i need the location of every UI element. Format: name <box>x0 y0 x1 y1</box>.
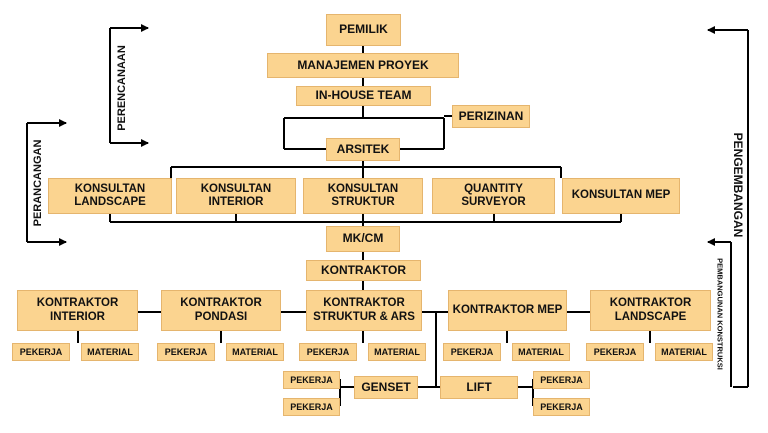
mk-cm-box: MK/CM <box>326 226 400 252</box>
permit-box: PERIZINAN <box>452 105 530 128</box>
contractor-box: KONTRAKTOR <box>306 260 421 281</box>
material-box: MATERIAL <box>81 343 139 361</box>
worker-box: PEKERJA <box>157 343 215 361</box>
owner-box: PEMILIK <box>326 14 401 46</box>
project-management-box: MANAJEMEN PROYEK <box>267 53 459 78</box>
in-house-team-box: IN-HOUSE TEAM <box>296 86 431 106</box>
design-label: PERANCANGAN <box>32 139 44 227</box>
genset-box: GENSET <box>354 376 418 399</box>
worker-box: PEKERJA <box>533 398 590 416</box>
worker-box: PEKERJA <box>533 371 590 389</box>
interior-consultant-box: KONSULTAN INTERIOR <box>176 178 296 214</box>
worker-box: PEKERJA <box>283 371 340 389</box>
lift-box: LIFT <box>440 376 518 399</box>
material-box: MATERIAL <box>512 343 570 361</box>
worker-box: PEKERJA <box>443 343 501 361</box>
worker-box: PEKERJA <box>299 343 357 361</box>
foundation-contractor-box: KONTRAKTOR PONDASI <box>161 290 281 331</box>
planning-label: PERENCANAAN <box>116 45 128 131</box>
worker-box: PEKERJA <box>283 398 340 416</box>
mep-contractor-box: KONTRAKTOR MEP <box>448 290 567 331</box>
mep-consultant-box: KONSULTAN MEP <box>562 178 680 214</box>
development-label: PENGEMBANGAN <box>731 132 745 238</box>
material-box: MATERIAL <box>226 343 284 361</box>
architect-box: ARSITEK <box>326 138 400 161</box>
worker-box: PEKERJA <box>12 343 70 361</box>
material-box: MATERIAL <box>368 343 426 361</box>
structure-consultant-box: KONSULTAN STRUKTUR <box>303 178 423 214</box>
material-box: MATERIAL <box>655 343 713 361</box>
landscape-contractor-box: KONTRAKTOR LANDSCAPE <box>590 290 711 331</box>
structure-arch-contractor-box: KONTRAKTOR STRUKTUR & ARS <box>306 290 422 331</box>
quantity-surveyor-box: QUANTITY SURVEYOR <box>432 178 555 214</box>
landscape-consultant-box: KONSULTAN LANDSCAPE <box>48 178 172 214</box>
interior-contractor-box: KONTRAKTOR INTERIOR <box>17 290 138 331</box>
construction-label: PEMBANGUNAN KONSTRUKSI <box>715 258 725 370</box>
worker-box: PEKERJA <box>586 343 644 361</box>
